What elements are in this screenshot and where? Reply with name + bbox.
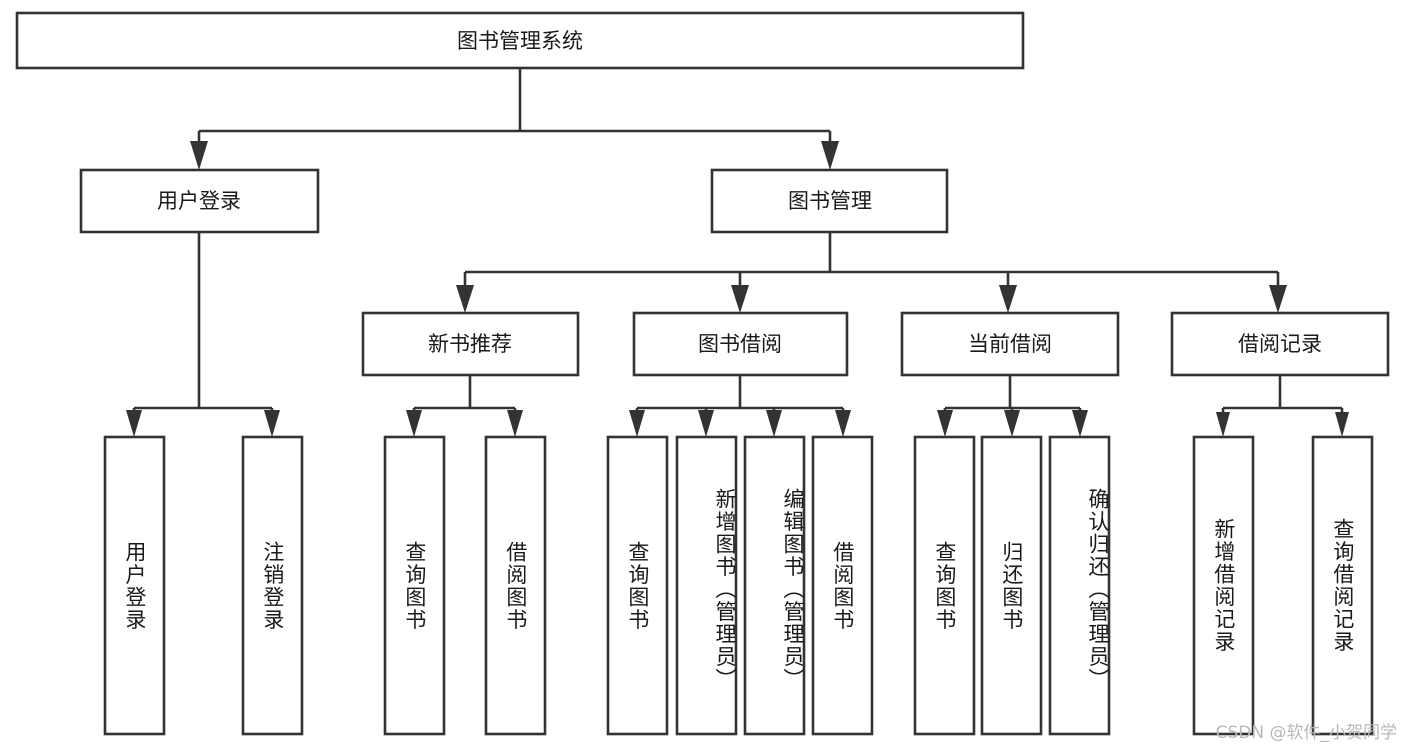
arrow-head-user-login xyxy=(190,141,208,170)
leaf-return-book-box[interactable] xyxy=(980,435,1043,736)
leaf-user-login-box[interactable] xyxy=(103,435,166,736)
node-borrow-record-box[interactable] xyxy=(1170,311,1390,377)
node-current-borrow-box[interactable] xyxy=(900,311,1120,377)
connector-group-new-book-recommend xyxy=(406,375,523,437)
node-book-manage-box[interactable] xyxy=(710,168,949,234)
connector-group-book-borrow xyxy=(629,375,851,437)
arrow-head-book-borrow xyxy=(731,285,749,313)
leaf-borrow-book-1-box[interactable] xyxy=(484,435,547,736)
leaf-query-book-3-box[interactable] xyxy=(913,435,976,736)
arrow-head-leaf-borrow-book-1 xyxy=(507,410,523,437)
arrow-head-leaf-query-record xyxy=(1335,412,1349,437)
arrow-head-leaf-query-book-2 xyxy=(629,410,645,437)
leaf-confirm-return-box[interactable] xyxy=(1048,435,1111,736)
node-borrow-record[interactable]: 借阅记录 xyxy=(1170,311,1390,377)
node-user-login-box[interactable] xyxy=(79,168,320,234)
connector-group-root xyxy=(190,68,839,170)
arrow-head-leaf-user-logout xyxy=(264,410,280,437)
leaf-user-logout-box[interactable] xyxy=(241,435,304,736)
arrow-head-leaf-query-book-1 xyxy=(406,410,422,437)
node-new-book-recommend-label: 新书推荐 xyxy=(428,332,512,356)
arrow-head-leaf-return-book xyxy=(1004,410,1020,437)
node-root[interactable]: 图书管理系统 xyxy=(15,11,1025,70)
node-user-login-label: 用户登录 xyxy=(157,189,241,213)
connector-group-borrow-record xyxy=(1216,375,1349,437)
leaf-add-record-box[interactable] xyxy=(1192,435,1255,736)
arrow-head-leaf-add-book xyxy=(698,410,714,437)
leaf-borrow-book-2-box[interactable] xyxy=(811,435,874,736)
arrow-head-leaf-query-book-3 xyxy=(937,410,953,437)
node-new-book-recommend[interactable]: 新书推荐 xyxy=(361,311,580,377)
node-borrow-record-label: 借阅记录 xyxy=(1238,332,1322,356)
connector-group-current-borrow xyxy=(937,375,1088,437)
node-root-label: 图书管理系统 xyxy=(457,29,583,53)
arrow-head-leaf-add-record xyxy=(1216,412,1230,437)
leaf-query-book-2-box[interactable] xyxy=(606,435,669,736)
csdn-watermark: CSDN @软件_小贺同学 xyxy=(1215,723,1397,743)
node-root-box[interactable] xyxy=(15,11,1025,70)
arrow-head-leaf-edit-book xyxy=(766,410,782,437)
arrow-head-leaf-confirm-return xyxy=(1072,410,1088,437)
arrow-head-current-borrow xyxy=(999,285,1017,313)
leaf-query-book-1-box[interactable] xyxy=(383,435,446,736)
arrow-head-book-manage xyxy=(821,141,839,170)
connector-group-user-login xyxy=(126,232,280,437)
node-book-borrow[interactable]: 图书借阅 xyxy=(632,311,849,377)
leaf-edit-book-box[interactable] xyxy=(743,435,806,736)
leaf-node-group xyxy=(103,435,1374,736)
node-user-login[interactable]: 用户登录 xyxy=(79,168,320,234)
node-current-borrow-label: 当前借阅 xyxy=(968,332,1052,356)
arrow-head-leaf-user-login xyxy=(126,410,142,437)
leaf-query-record-box[interactable] xyxy=(1311,435,1374,736)
node-book-borrow-label: 图书借阅 xyxy=(698,332,782,356)
connector-group-book-manage xyxy=(456,232,1287,313)
arrow-head-new-book-recommend xyxy=(456,285,474,313)
node-new-book-recommend-box[interactable] xyxy=(361,311,580,377)
leaf-add-book-box[interactable] xyxy=(675,435,738,736)
node-book-manage[interactable]: 图书管理 xyxy=(710,168,949,234)
node-book-borrow-box[interactable] xyxy=(632,311,849,377)
node-book-manage-label: 图书管理 xyxy=(788,189,872,213)
arrow-head-borrow-record xyxy=(1269,285,1287,313)
arrow-head-leaf-borrow-book-2 xyxy=(835,410,851,437)
node-current-borrow[interactable]: 当前借阅 xyxy=(900,311,1120,377)
